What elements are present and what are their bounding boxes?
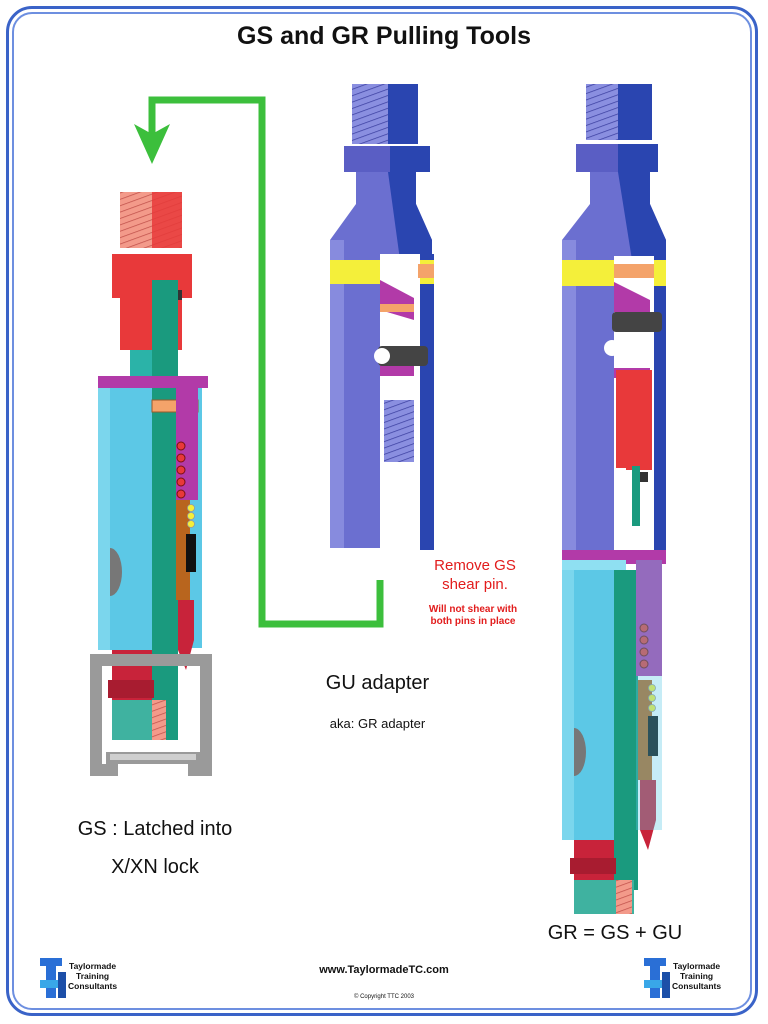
- logo-left: Taylormade Training Consultants: [38, 958, 138, 1006]
- note-small-line-2: both pins in place: [430, 616, 516, 627]
- gs-caption-line-2: X/XN lock: [111, 856, 199, 878]
- logo-left-line-2: Training: [76, 971, 110, 981]
- logo-right: Taylormade Training Consultants: [642, 958, 742, 1006]
- note-line-2: shear pin.: [442, 576, 508, 593]
- gu-aka: aka: GR adapter: [329, 716, 426, 731]
- gu-caption: GU adapter: [325, 672, 430, 694]
- note-remove-gs: Remove GS shear pin.: [410, 556, 540, 594]
- logo-right-text: Taylormade Training Consultants: [672, 961, 721, 991]
- logo-right-line-3: Consultants: [672, 981, 722, 991]
- note-small-line-1: Will not shear with: [428, 604, 518, 615]
- footer-website[interactable]: www.TaylormadeTC.com: [319, 964, 449, 976]
- logo-right-line-2: Training: [680, 971, 714, 981]
- footer-copyright: © Copyright TTC 2003: [353, 994, 414, 1000]
- logo-left-text: Taylormade Training Consultants: [68, 961, 117, 991]
- gu-adapter-drawing: [330, 84, 434, 550]
- logo-mark-right: [644, 958, 670, 998]
- note-line-1: Remove GS: [434, 557, 516, 574]
- green-flow-arrow: [134, 96, 384, 628]
- gr-caption: GR = GS + GU: [547, 922, 683, 944]
- logo-left-line-1: Taylormade: [69, 961, 117, 971]
- logo-mark-left: [40, 958, 66, 998]
- logo-left-line-3: Consultants: [68, 981, 118, 991]
- outer-frame: [6, 6, 758, 1016]
- inner-frame: [12, 12, 752, 1010]
- gr-tool-drawing: [562, 84, 666, 914]
- logo-right-line-1: Taylormade: [673, 961, 721, 971]
- gs-tool-drawing: [90, 192, 212, 776]
- page-title: GS and GR Pulling Tools: [237, 22, 531, 50]
- gs-caption-line-1: GS : Latched into: [77, 818, 233, 840]
- note-small: Will not shear with both pins in place: [418, 604, 528, 628]
